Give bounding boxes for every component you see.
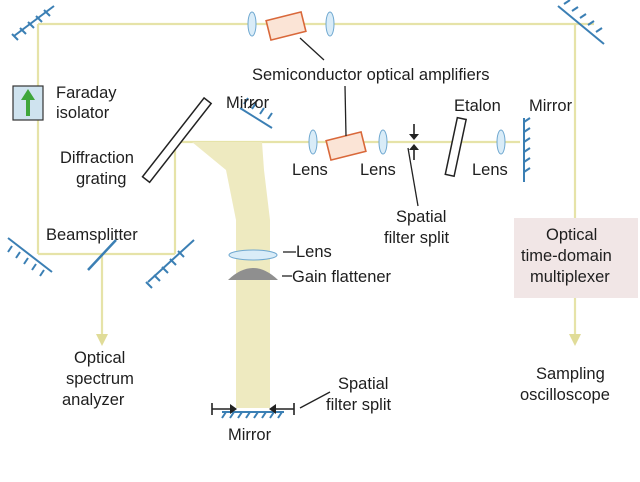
arrow-to-analyzer — [96, 334, 108, 346]
leader-cavity-amp — [344, 85, 347, 137]
top-amplifier-assembly — [247, 10, 335, 42]
cavity-lens-3 — [496, 129, 506, 155]
spatial-filter-top — [409, 124, 419, 160]
multiplexer-box — [514, 218, 638, 298]
label-lens-1: Lens — [292, 161, 328, 179]
label-lens-4: Lens — [296, 243, 332, 261]
label-mirror-bottom: Mirror — [228, 426, 272, 444]
leader-mirror-top — [247, 99, 259, 109]
mirror-cavity-fold — [239, 97, 273, 129]
label-osa-2: spectrum — [66, 370, 134, 388]
label-lens-2: Lens — [360, 161, 396, 179]
label-faraday-2: isolator — [56, 104, 110, 122]
beamsplitter-plate — [87, 239, 117, 271]
label-spatial-bottom-1: Spatial — [338, 375, 388, 393]
label-soa: Semiconductor optical amplifiers — [252, 66, 490, 84]
label-grating-1: Diffraction — [60, 149, 134, 167]
top-lens-left — [247, 11, 257, 37]
diffraction-grating — [141, 96, 213, 184]
label-beamsplitter: Beamsplitter — [46, 226, 138, 244]
label-etalon: Etalon — [454, 97, 501, 115]
arrow-to-oscilloscope — [569, 334, 581, 346]
label-gain-flattener: Gain flattener — [292, 268, 392, 286]
label-osa-3: analyzer — [62, 391, 125, 409]
leader-spatial-filter — [407, 147, 419, 207]
cavity-lens-1 — [308, 129, 318, 155]
label-otdm-1: Optical — [546, 226, 597, 244]
leader-bottom-spatial-filter — [299, 391, 331, 409]
cavity-lens-2 — [378, 129, 388, 155]
etalon-plate — [444, 116, 468, 178]
label-otdm-3: multiplexer — [530, 268, 610, 286]
mirror-bottom-left-corner — [7, 237, 53, 277]
cavity-amplifier-chip — [325, 130, 367, 162]
leader-top-amp — [299, 37, 325, 61]
cavity-beam-fan — [192, 142, 270, 408]
top-lens-right — [325, 11, 335, 37]
label-otdm-2: time-domain — [521, 247, 612, 265]
gain-flattener-element — [228, 268, 278, 280]
mirror-lower-grating-corner — [145, 239, 195, 289]
spatial-filter-bottom — [211, 403, 295, 415]
label-spatial-bottom-2: filter split — [326, 396, 392, 414]
vertical-lens — [228, 249, 278, 261]
label-lens-3: Lens — [472, 161, 508, 179]
faraday-isolator — [12, 85, 44, 121]
label-mirror-top: Mirror — [226, 94, 270, 112]
label-scope-2: oscilloscope — [520, 386, 610, 404]
mirror-top-right — [557, 0, 605, 45]
label-grating-2: grating — [76, 170, 126, 188]
label-scope-1: Sampling — [536, 365, 605, 383]
label-mirror-right: Mirror — [529, 97, 573, 115]
mirror-top-left — [11, 5, 55, 41]
label-osa-1: Optical — [74, 349, 125, 367]
label-faraday-1: Faraday — [56, 84, 117, 102]
top-amplifier-chip — [265, 10, 307, 42]
label-spatial-top-1: Spatial — [396, 208, 446, 226]
isolator-arrow-icon — [21, 89, 35, 100]
mirror-right-end — [523, 117, 531, 182]
label-spatial-top-2: filter split — [384, 229, 450, 247]
